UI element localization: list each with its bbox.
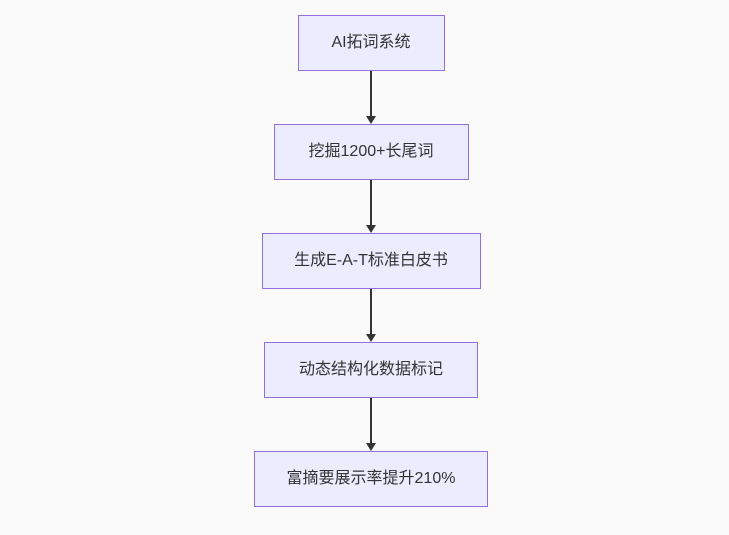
flow-node-step-3: 生成E-A-T标准白皮书 [261,233,481,289]
flow-node-label: 生成E-A-T标准白皮书 [294,252,448,269]
flow-node-label: AI拓词系统 [331,34,411,51]
arrow-down-icon [366,116,376,124]
flow-node-step-1: AI拓词系统 [297,15,445,71]
flow-node-label: 挖掘1200+长尾词 [308,143,434,160]
arrow-down-icon [366,225,376,233]
flow-node-label: 动态结构化数据标记 [298,361,443,378]
flow-arrow-2 [366,180,376,233]
arrow-line [370,71,372,117]
arrow-line [370,289,372,335]
flow-arrow-4 [366,398,376,451]
arrow-down-icon [366,334,376,342]
flow-arrow-3 [366,289,376,342]
arrow-down-icon [366,443,376,451]
arrow-line [370,180,372,226]
flow-node-label: 富摘要展示率提升210% [286,470,456,487]
arrow-line [370,398,372,444]
flow-arrow-1 [366,71,376,124]
flow-node-step-2: 挖掘1200+长尾词 [273,124,469,180]
flow-node-step-5: 富摘要展示率提升210% [254,451,488,507]
flowchart: AI拓词系统 挖掘1200+长尾词 生成E-A-T标准白皮书 动态结构化数据标记… [254,15,488,507]
flow-node-step-4: 动态结构化数据标记 [264,342,478,398]
